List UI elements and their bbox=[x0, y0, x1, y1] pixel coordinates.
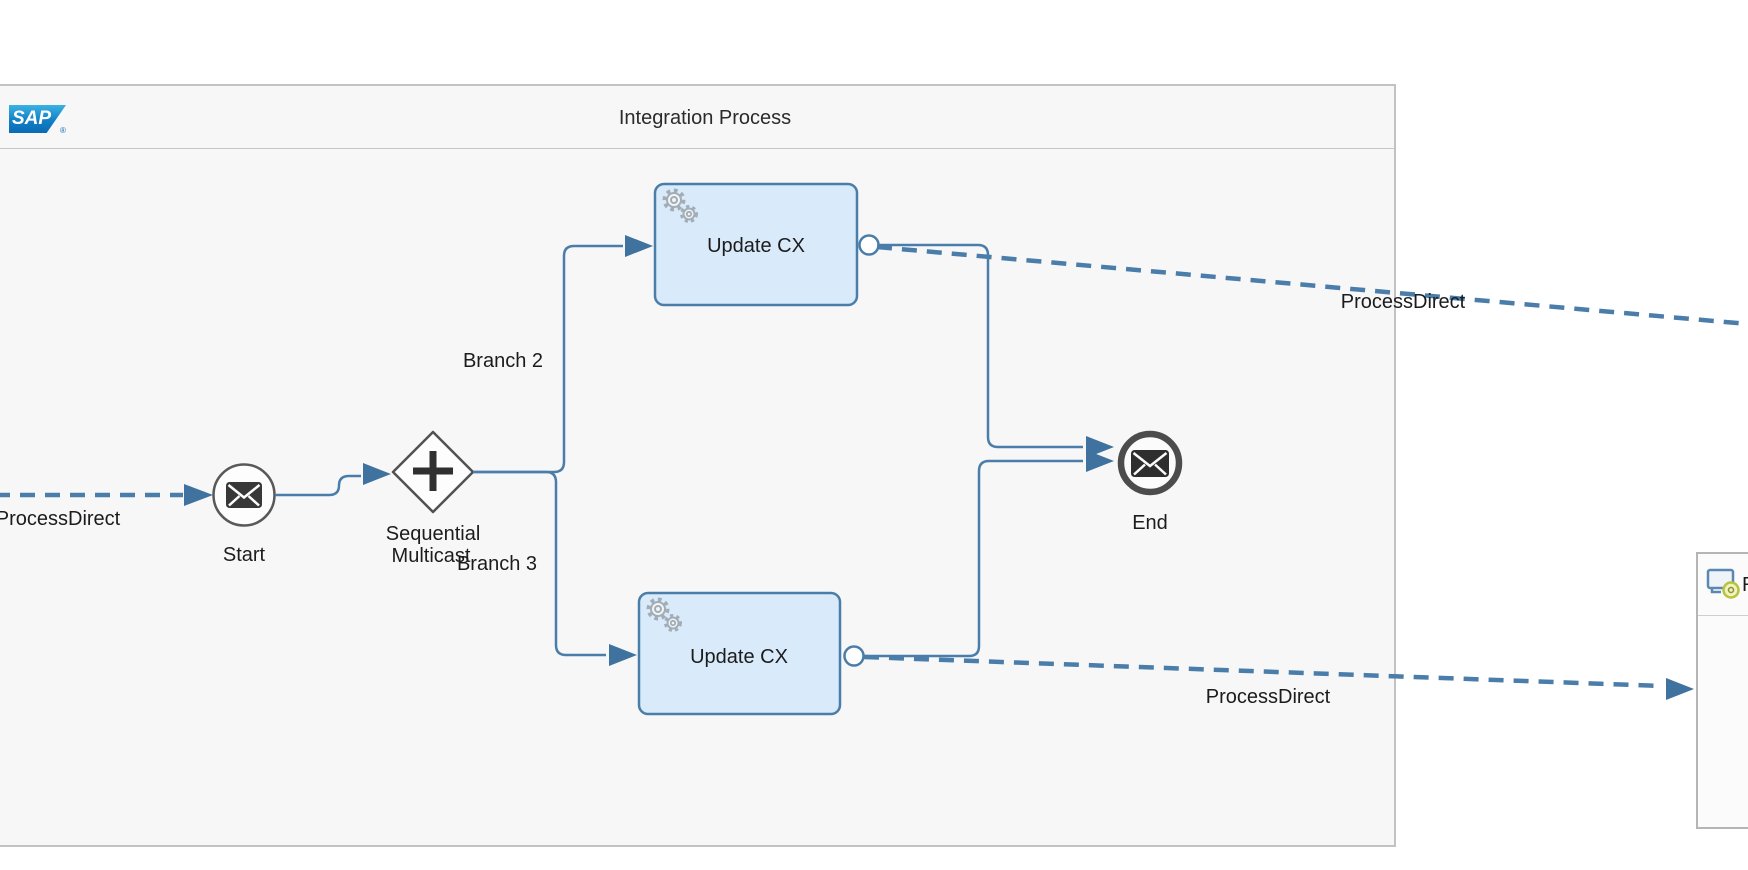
bottom-task-to-end-edge[interactable] bbox=[864, 459, 1083, 658]
sap-logo-text: SAP bbox=[12, 108, 52, 129]
branch3-label: Branch 3 bbox=[457, 553, 537, 575]
receiver-participant-panel[interactable]: Receiver bbox=[1696, 552, 1748, 829]
gears-icon bbox=[646, 597, 682, 632]
message-envelope-icon bbox=[226, 482, 262, 508]
branch3-edge[interactable] bbox=[473, 470, 606, 657]
end-event[interactable] bbox=[1117, 430, 1183, 496]
outgoing-processdirect-bottom-edge[interactable] bbox=[863, 654, 1663, 689]
process-title: Integration Process bbox=[619, 107, 791, 129]
gears-icon bbox=[662, 188, 698, 223]
top-task-to-end-edge[interactable] bbox=[879, 243, 1083, 449]
plus-icon bbox=[413, 451, 453, 491]
multicast-in-arrowhead-icon bbox=[363, 463, 391, 485]
incoming-arrowhead-icon bbox=[184, 484, 213, 506]
update-cx-bottom-label: Update CX bbox=[690, 646, 788, 668]
incoming-processdirect-label: ProcessDirect bbox=[0, 508, 121, 530]
receiver-system-icon bbox=[1706, 567, 1742, 608]
integration-process-header[interactable]: SAP ® bbox=[0, 86, 1394, 149]
branch2-label: Branch 2 bbox=[463, 350, 543, 372]
sequential-multicast-gateway[interactable] bbox=[391, 430, 475, 514]
outgoing-processdirect-top-label: ProcessDirect bbox=[1341, 291, 1466, 313]
message-envelope-icon bbox=[1131, 450, 1169, 477]
start-event[interactable] bbox=[212, 463, 276, 527]
branch3-arrowhead-icon bbox=[609, 644, 637, 666]
receiver-panel-header[interactable]: Receiver bbox=[1698, 554, 1748, 616]
end-in-top-arrowhead-icon bbox=[1086, 436, 1114, 458]
receiver-panel-label: Receiver bbox=[1742, 574, 1748, 597]
branch2-arrowhead-icon bbox=[625, 235, 653, 257]
update-cx-top-label: Update CX bbox=[707, 235, 805, 257]
sap-logo-icon: SAP bbox=[9, 105, 66, 133]
start-event-label: Start bbox=[223, 544, 266, 566]
outgoing-processdirect-top-edge[interactable] bbox=[876, 244, 1748, 327]
sap-registered-mark: ® bbox=[60, 126, 66, 135]
outgoing-bottom-arrowhead-icon bbox=[1666, 678, 1694, 700]
multicast-label-line2: Multicast bbox=[392, 545, 471, 567]
update-cx-bottom-out-port[interactable] bbox=[843, 645, 865, 667]
update-cx-top-out-port[interactable] bbox=[858, 234, 880, 256]
end-in-bottom-arrowhead-icon bbox=[1086, 450, 1114, 472]
update-cx-task-top[interactable] bbox=[653, 182, 859, 307]
branch2-edge[interactable] bbox=[473, 244, 623, 474]
outgoing-processdirect-bottom-label: ProcessDirect bbox=[1206, 686, 1331, 708]
end-event-label: End bbox=[1132, 512, 1168, 534]
update-cx-task-bottom[interactable] bbox=[637, 591, 842, 716]
multicast-label-line1: Sequential bbox=[386, 523, 481, 545]
start-to-multicast-edge[interactable] bbox=[275, 474, 361, 497]
